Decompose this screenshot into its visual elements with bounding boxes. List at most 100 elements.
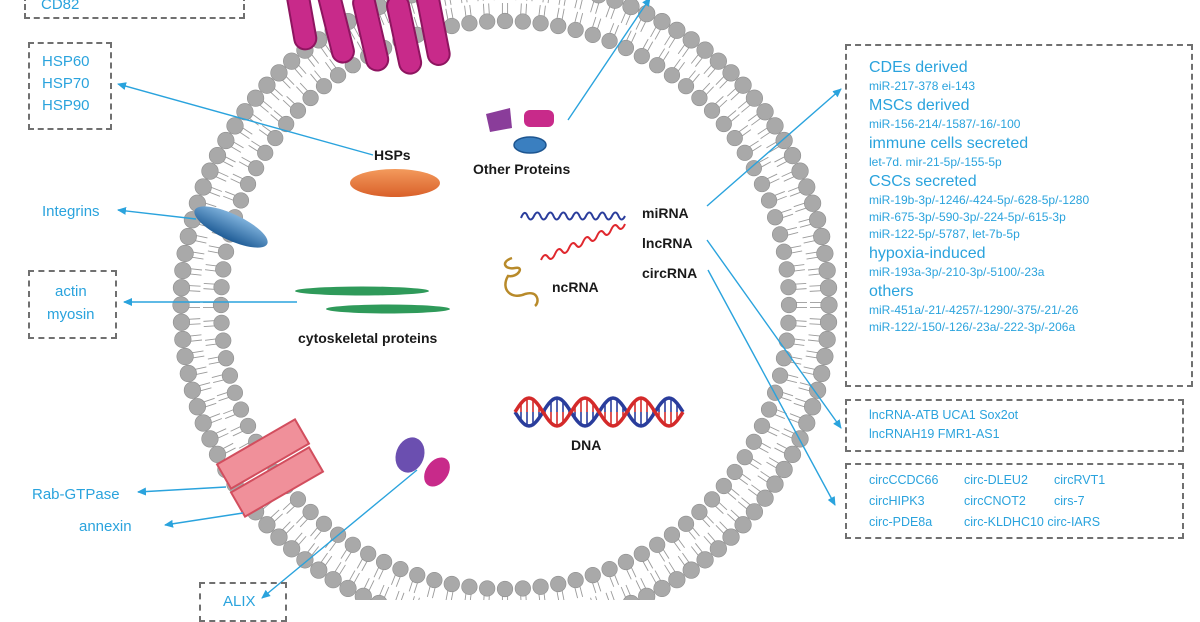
lipid-head bbox=[746, 160, 762, 176]
lipid-head bbox=[175, 331, 192, 348]
lipid-head bbox=[649, 537, 665, 553]
cd82-box: CD82 bbox=[24, 0, 245, 19]
lipid-head bbox=[716, 478, 732, 494]
lipid-head bbox=[813, 365, 830, 382]
lipid-head bbox=[267, 130, 283, 146]
lipid-head bbox=[180, 365, 197, 382]
lipid-head bbox=[776, 461, 793, 478]
lncrna-line: lncRNAH19 FMR1-AS1 bbox=[869, 425, 1018, 444]
circrna-item: circ-KLDHC10 circ-IARS bbox=[964, 513, 1100, 532]
mirna-group-heading: CSCs secreted bbox=[869, 171, 1089, 192]
lipid-head bbox=[177, 348, 194, 365]
circrna-item: circRVT1 bbox=[1054, 471, 1105, 490]
mirna-group-line: miR-217-378 ei-143 bbox=[869, 78, 1089, 95]
lipid-head bbox=[180, 228, 197, 245]
lipid-head bbox=[804, 195, 821, 212]
lipid-head bbox=[316, 78, 332, 94]
lipid-head bbox=[772, 368, 788, 384]
lipid-head bbox=[817, 245, 834, 262]
hsp-box: HSP60 HSP70 HSP90 bbox=[28, 42, 112, 130]
lipid-head bbox=[568, 22, 584, 38]
lipid-tail bbox=[527, 0, 529, 1]
lipid-head bbox=[360, 546, 376, 562]
lipid-tail bbox=[532, 0, 534, 1]
circrna-item: circCNOT2 bbox=[964, 492, 1026, 511]
lipid-head bbox=[247, 90, 264, 107]
lipid-head bbox=[602, 33, 618, 49]
lipid-head bbox=[257, 145, 273, 161]
myosin-fiber bbox=[326, 305, 450, 314]
lipid-head bbox=[767, 476, 784, 493]
other-protein-blue bbox=[514, 137, 546, 153]
lipid-head bbox=[240, 176, 256, 192]
lipid-head bbox=[340, 580, 357, 597]
lipid-head bbox=[772, 227, 788, 243]
lipid-head bbox=[813, 228, 830, 245]
lipid-head bbox=[259, 77, 276, 94]
lipid-head bbox=[654, 580, 671, 597]
lipid-head bbox=[819, 331, 836, 348]
lipid-head bbox=[804, 398, 821, 415]
lipid-head bbox=[184, 382, 201, 399]
lipid-head bbox=[330, 67, 346, 83]
dna-strand-red bbox=[515, 398, 683, 426]
lipid-head bbox=[821, 297, 838, 314]
lipid-head bbox=[767, 209, 783, 225]
lipid-head bbox=[173, 279, 190, 296]
mirna-strand bbox=[521, 213, 625, 220]
lipid-head bbox=[444, 576, 460, 592]
lipid-head bbox=[779, 333, 795, 349]
actin-myosin-box: actin myosin bbox=[28, 270, 117, 339]
circrna-label: circRNA bbox=[642, 265, 697, 281]
mirna-group-line: miR-19b-3p/-1246/-424-5p/-628-5p/-1280 bbox=[869, 192, 1089, 209]
lipid-head bbox=[175, 262, 192, 279]
mirna-group-heading: MSCs derived bbox=[869, 95, 1089, 116]
lipid-head bbox=[218, 132, 235, 149]
mirna-arrow bbox=[707, 89, 841, 206]
mirna-label: miRNA bbox=[642, 205, 689, 221]
mirna-group-heading: CDEs derived bbox=[869, 57, 1089, 78]
lipid-head bbox=[271, 65, 288, 82]
hsp90-label: HSP90 bbox=[42, 95, 90, 116]
lipid-head bbox=[669, 571, 686, 588]
lipid-head bbox=[607, 0, 624, 9]
lipid-tail bbox=[442, 0, 446, 6]
ncrna-label: ncRNA bbox=[552, 279, 599, 295]
lipid-head bbox=[649, 57, 665, 73]
mirna-group-line: miR-122-5p/-5787, let-7b-5p bbox=[869, 226, 1089, 243]
lipid-head bbox=[634, 546, 650, 562]
lipid-head bbox=[189, 398, 206, 415]
lipid-tail bbox=[448, 0, 452, 5]
lipid-head bbox=[533, 15, 549, 31]
lipid-head bbox=[409, 567, 425, 583]
lipid-head bbox=[784, 147, 801, 164]
lipid-head bbox=[376, 554, 392, 570]
mirna-group-heading: immune cells secreted bbox=[869, 133, 1089, 154]
lipid-head bbox=[781, 315, 797, 331]
hsp-arrow bbox=[118, 84, 373, 155]
lipid-head bbox=[664, 67, 680, 83]
lipid-head bbox=[781, 297, 797, 313]
lncrna-list: lncRNA-ATB UCA1 Sox2ot lncRNAH19 FMR1-AS… bbox=[869, 406, 1018, 444]
lipid-head bbox=[683, 32, 700, 49]
lipid-head bbox=[716, 116, 732, 132]
lipid-tail bbox=[477, 0, 479, 1]
rab-gtpase-label: Rab-GTPase bbox=[32, 484, 120, 505]
lipid-head bbox=[817, 348, 834, 365]
lipid-head bbox=[761, 193, 777, 209]
lipid-head bbox=[497, 13, 513, 29]
lipid-tail bbox=[393, 591, 399, 600]
lipid-head bbox=[310, 562, 327, 579]
lipid-head bbox=[568, 572, 584, 588]
lipid-head bbox=[214, 315, 230, 331]
alix-protein-magenta bbox=[419, 453, 455, 492]
lipid-head bbox=[735, 516, 752, 533]
lipid-head bbox=[735, 77, 752, 94]
lipid-head bbox=[692, 504, 708, 520]
lipid-tail bbox=[575, 0, 580, 8]
lipid-head bbox=[215, 333, 231, 349]
cd82-label: CD82 bbox=[41, 0, 79, 15]
lipid-tail bbox=[611, 591, 617, 600]
